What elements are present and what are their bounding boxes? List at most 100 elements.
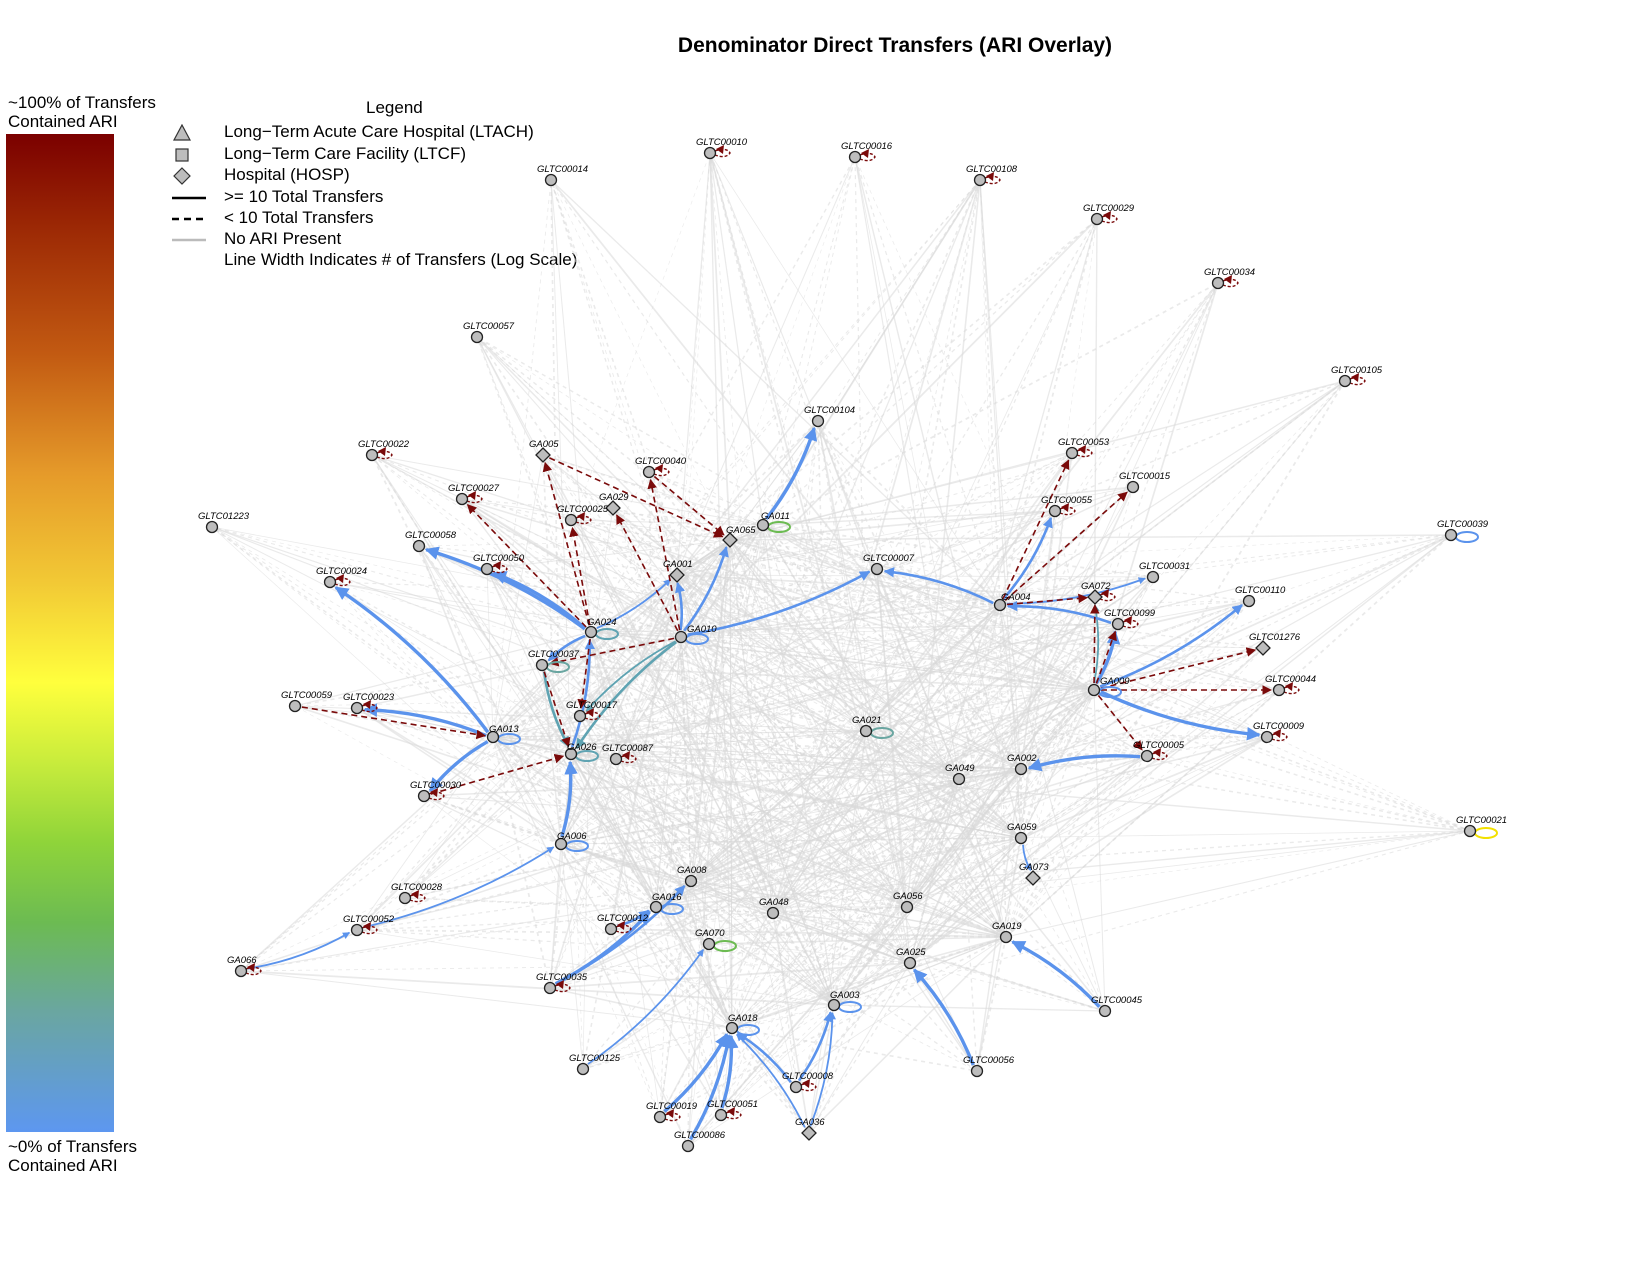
no-ari-edge [676, 574, 835, 1006]
facility-node [1242, 594, 1256, 608]
no-ari-edge [579, 539, 731, 717]
no-ari-edge [690, 880, 1007, 938]
ari-edge [596, 578, 671, 629]
no-ari-edge [680, 156, 856, 638]
no-ari-edge [542, 454, 908, 908]
no-ari-edge [687, 1004, 835, 1147]
node-label: GLTC00108 [966, 164, 1018, 175]
no-ari-edge [762, 524, 911, 964]
facility-node [486, 730, 500, 744]
no-ari-edge [492, 736, 1148, 757]
no-ari-edge [958, 755, 1148, 780]
no-ari-edge [423, 768, 1022, 797]
no-ari-edge [833, 730, 867, 1006]
no-ari-edge [492, 647, 1264, 738]
no-ari-edge [423, 795, 733, 1029]
no-ari-edge [560, 510, 1056, 845]
no-ari-edge [418, 545, 494, 738]
no-ari-edge [655, 524, 764, 908]
facility-node [564, 513, 578, 527]
no-ari-edge [676, 574, 1148, 757]
no-ari-edge [729, 539, 867, 732]
facility-node [350, 923, 364, 937]
no-ari-edge [833, 962, 911, 1006]
arrow-icon [617, 921, 625, 930]
node-label: GLTC00023 [343, 692, 395, 703]
no-ari-edge [729, 539, 1007, 938]
no-ari-edge [492, 736, 689, 1147]
arrow-icon [556, 980, 564, 989]
no-ari-edge [329, 581, 592, 633]
facility-node [470, 330, 484, 344]
no-ari-edge [659, 912, 774, 1118]
no-ari-edge [560, 843, 835, 1006]
no-ari-edge [492, 736, 661, 1118]
no-ari-edge [906, 623, 1119, 908]
ari-edge [560, 760, 578, 838]
facility-node [234, 964, 248, 978]
no-ari-edge [542, 454, 678, 576]
no-ari-edge [772, 912, 911, 964]
no-ari-edge [570, 753, 908, 908]
no-ari-edge [708, 943, 835, 1006]
node-label: GA065 [726, 525, 756, 536]
no-ari-edge [560, 843, 689, 1147]
no-ari-edge [854, 156, 1001, 606]
facility-node [848, 150, 862, 164]
ari-edge [1011, 940, 1101, 1008]
no-ari-edge [492, 736, 911, 964]
no-ari-edge [808, 936, 1007, 1134]
no-ari-edge [492, 152, 711, 738]
no-ari-edge [1005, 647, 1264, 938]
node-label: GLTC00086 [674, 1130, 726, 1141]
arrow-icon [336, 574, 344, 583]
no-ari-edge [542, 454, 867, 732]
colorbar-bottom-label: ~0% of Transfers Contained ARI [8, 1137, 137, 1175]
no-ari-edge [976, 768, 1022, 1072]
no-ari-edge [817, 420, 1007, 938]
no-ari-edge [610, 574, 678, 930]
facility-node [535, 658, 549, 672]
node-label: GA008 [677, 865, 707, 876]
no-ari-edge [676, 574, 797, 1088]
colorbar-bottom-line2: Contained ARI [8, 1156, 118, 1175]
no-ari-edge [762, 524, 1471, 832]
no-ari-edge [371, 454, 657, 908]
no-ari-edge [1005, 600, 1250, 938]
no-ari-edge [762, 524, 1095, 691]
no-ari-edge [762, 510, 1056, 526]
facility-node [756, 518, 770, 532]
no-ari-edge [762, 524, 1119, 625]
no-ari-edge [865, 534, 1452, 732]
no-ari-edge [676, 218, 1098, 576]
facility-node [653, 1110, 667, 1124]
no-ari-edge [690, 282, 1219, 882]
no-ari-edge [550, 179, 572, 755]
no-ari-edge [906, 736, 1268, 908]
no-ari-edge [762, 524, 1280, 691]
no-ari-edge [906, 218, 1098, 908]
ari-edge [549, 457, 724, 538]
no-ari-edge [906, 837, 1022, 908]
no-ari-edge [659, 1004, 835, 1118]
arrow-icon [1153, 748, 1161, 757]
no-ari-edge [486, 568, 692, 882]
node-label: GLTC00029 [1083, 203, 1135, 214]
colorbar-top-label: ~100% of Transfers Contained ARI [8, 93, 156, 131]
no-ari-edge [817, 420, 1001, 606]
facility-node [455, 492, 469, 506]
no-ari-edge [655, 576, 1154, 908]
arrow-icon [586, 708, 594, 717]
no-ari-edge [570, 519, 731, 541]
node-label: GLTC01276 [1249, 632, 1301, 643]
no-ari-edge [610, 928, 1007, 938]
no-ari-edge [729, 539, 1022, 839]
no-ari-edge [680, 636, 774, 914]
no-ari-edge [1093, 689, 1268, 738]
ari-edge [1090, 604, 1100, 684]
no-ari-edge [709, 152, 764, 526]
facility-node [681, 1139, 695, 1153]
no-ari-edge [240, 837, 1022, 972]
no-ari-edge [541, 664, 908, 908]
no-ari-edge [731, 778, 960, 1029]
